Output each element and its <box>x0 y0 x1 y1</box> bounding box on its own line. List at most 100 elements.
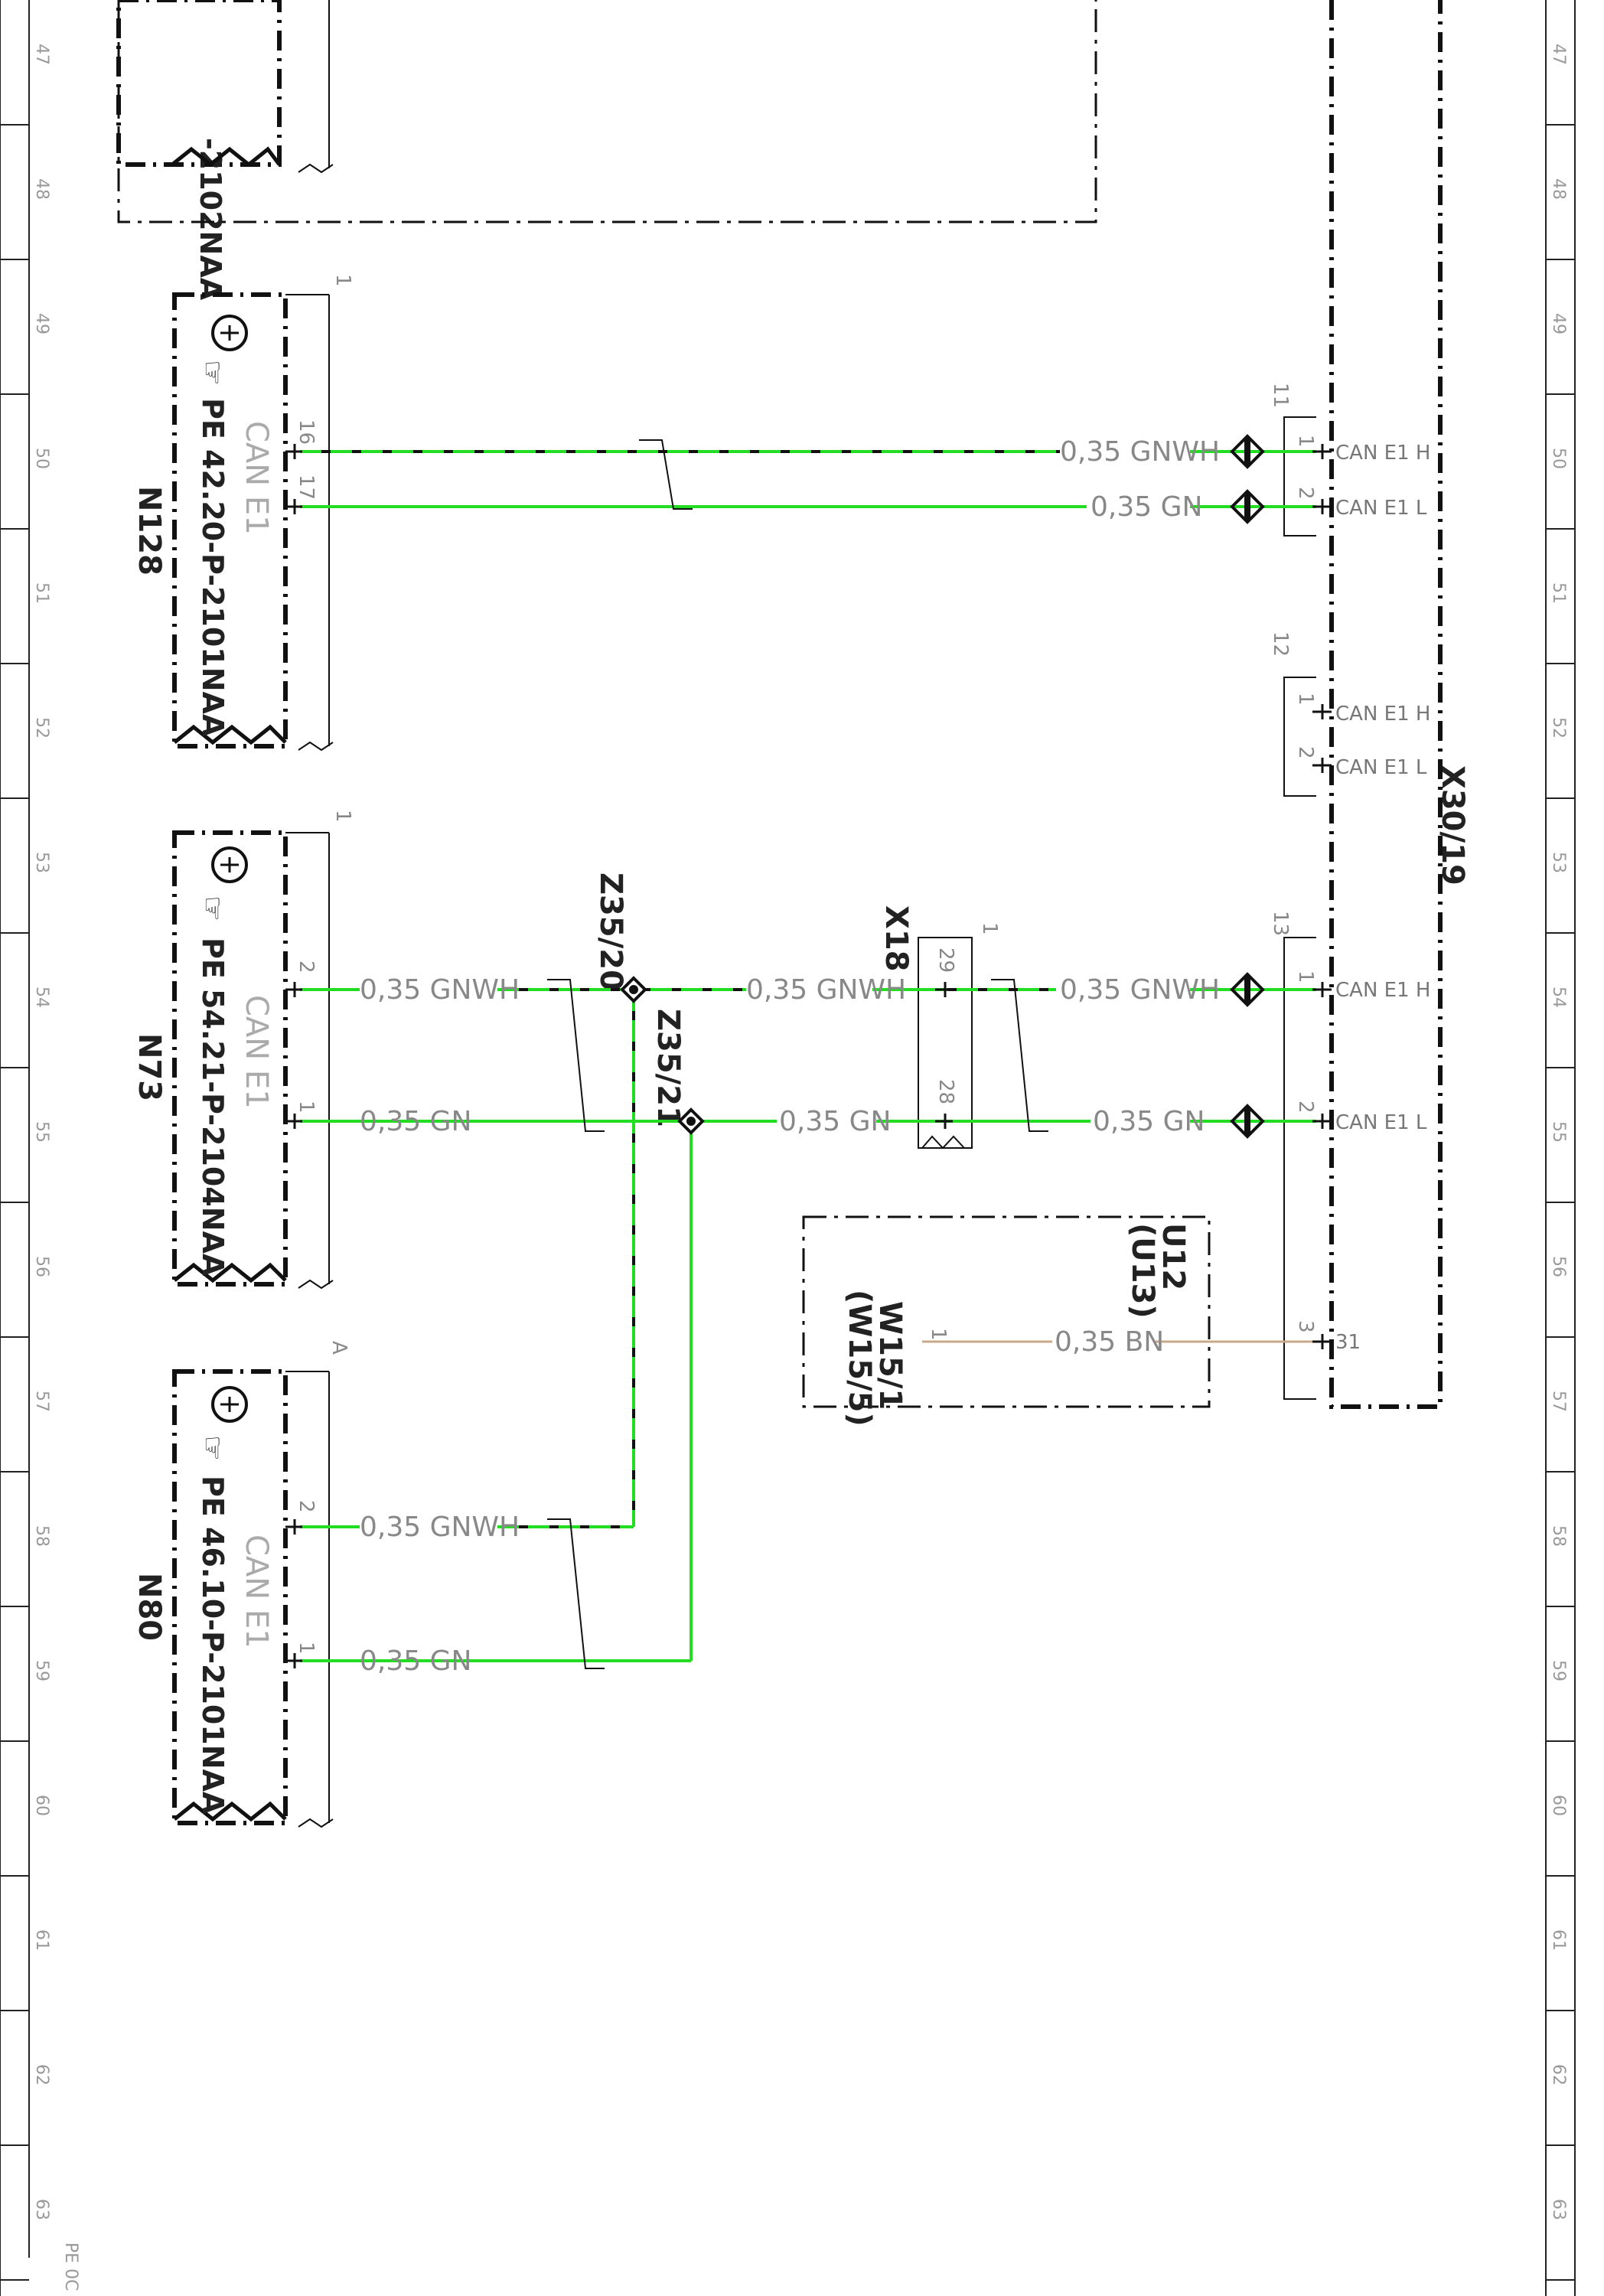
block-num: 12 <box>1269 631 1292 657</box>
connector-num: A <box>328 1341 350 1355</box>
ruler-number-left: 53 <box>32 852 51 873</box>
ruler-number-right: 53 <box>1549 852 1568 873</box>
terminal-label: CAN E1 L <box>1335 497 1427 520</box>
module-n73[interactable]: ☞ PE 54.21-P-2104NAA CAN E1 N73 1 2 1 <box>132 810 354 1290</box>
module-doc: PE 42.20-P-2101NAA <box>196 398 230 737</box>
splice-icon <box>620 976 705 1135</box>
wire-label: 0,35 GNWH <box>360 1512 520 1543</box>
connector-num: 1 <box>331 274 354 287</box>
connector-diamond-icon <box>1230 434 1265 1139</box>
pin-label: 2 <box>295 960 318 974</box>
pin-label: 1 <box>295 1642 318 1655</box>
pin-label: 2 <box>1294 746 1317 759</box>
module-doc: PE 54.21-P-2104NAA <box>196 938 230 1277</box>
wire-label: 0,35 GNWH <box>746 974 906 1006</box>
block-num: 13 <box>1269 911 1292 936</box>
block-num: 11 <box>1269 383 1292 408</box>
transistor-icon <box>211 846 248 883</box>
ground-alt: (W15/5) <box>842 1290 877 1427</box>
splice-label: Z35/21 <box>650 1009 686 1127</box>
ruler-number-right: 55 <box>1549 1121 1568 1143</box>
pin-label: 2 <box>1294 1101 1317 1114</box>
ruler-number-left: 59 <box>32 1660 51 1681</box>
ruler-number-left: 52 <box>32 717 51 739</box>
wire-label: 0,35 GN <box>1093 1106 1205 1137</box>
ruler-number-right: 61 <box>1549 1929 1568 1951</box>
ruler-number-right: 52 <box>1549 717 1568 739</box>
x18-id: X18 <box>879 905 914 972</box>
pin-label: 1 <box>1294 970 1317 983</box>
ruler-number-left: 50 <box>32 448 51 469</box>
wire-label: 0,35 GNWH <box>1060 436 1220 468</box>
ruler-number-right: 59 <box>1549 1660 1568 1681</box>
ruler-number-right: 51 <box>1549 582 1568 604</box>
ruler-number-left: 54 <box>32 987 51 1008</box>
terminal-label: CAN E1 H <box>1335 703 1430 726</box>
ruler-number-right: 48 <box>1549 178 1568 200</box>
hand-icon: ☞ <box>196 360 230 386</box>
ruler-number-left: 61 <box>32 1929 51 1951</box>
pin-label: 29 <box>934 947 957 973</box>
ruler-number-left: 49 <box>32 313 51 334</box>
wire-label: 0,35 GN <box>1091 491 1202 523</box>
module-id: N73 <box>132 1033 167 1101</box>
wire-label: 0,35 GN <box>360 1645 471 1677</box>
top-module: -2102NAA <box>116 0 1097 301</box>
ruler-number-right: 56 <box>1549 1256 1568 1277</box>
bus-label: CAN E1 <box>239 1534 274 1649</box>
wires <box>285 434 1332 1669</box>
ruler-number-left: 47 <box>32 44 51 65</box>
connector-num: 1 <box>331 810 354 823</box>
ruler-number-right: 47 <box>1549 44 1568 65</box>
pin-label: 1 <box>295 1101 318 1114</box>
pin-label: 2 <box>295 1500 318 1513</box>
pin-label: 3 <box>1294 1320 1317 1333</box>
module-n128[interactable]: ☞ PE 42.20-P-2101NAA CAN E1 N128 1 16 17 <box>132 274 354 752</box>
terminal-label: CAN E1 H <box>1335 442 1430 465</box>
ruler-number-left: 62 <box>32 2064 51 2086</box>
left-ruler <box>0 0 30 2296</box>
ruler-number-right: 57 <box>1549 1391 1568 1412</box>
transistor-icon <box>211 1386 248 1423</box>
ground-title: U12 <box>1156 1223 1191 1290</box>
bus-label: CAN E1 <box>239 421 274 535</box>
wire-label: 0,35 BN <box>1055 1326 1164 1358</box>
x30-id: X30/19 <box>1435 765 1470 885</box>
ruler-number-left: 56 <box>32 1256 51 1277</box>
wire-label: 0,35 GNWH <box>360 974 520 1006</box>
connector-x18[interactable]: X18 1 29 28 <box>879 905 1001 1150</box>
terminal-label: 31 <box>1335 1331 1361 1354</box>
connector-x30-19[interactable]: X30/19 11 12 13 1 2 1 2 1 2 3 CAN E1 H C… <box>1269 0 1470 1409</box>
ground-pin: 1 <box>927 1328 950 1341</box>
ruler-number-left: 60 <box>32 1795 51 1816</box>
connector-num: 1 <box>978 922 1001 935</box>
ruler-number-right: 63 <box>1549 2199 1568 2220</box>
ruler-number-left: 63 <box>32 2199 51 2220</box>
wire-label: 0,35 GN <box>360 1106 471 1137</box>
ruler-number-left: 51 <box>32 582 51 604</box>
module-doc: PE 46.10-P-2101NAA <box>196 1476 230 1815</box>
ground-block[interactable]: U12 (U13) W15/1 (W15/5) 1 <box>802 1215 1211 1427</box>
wire-label: 0,35 GNWH <box>1060 974 1220 1006</box>
module-n80[interactable]: ☞ PE 46.10-P-2101NAA CAN E1 N80 A 2 1 <box>132 1341 350 1828</box>
hand-icon: ☞ <box>196 1435 230 1461</box>
page-reference: PE 0C <box>61 2242 80 2291</box>
ruler-number-left: 55 <box>32 1121 51 1143</box>
module-id: N128 <box>132 486 167 576</box>
ruler-number-right: 50 <box>1549 448 1568 469</box>
ruler-number-left: 57 <box>32 1391 51 1412</box>
terminal-label: CAN E1 H <box>1335 979 1430 1002</box>
ground-subtitle: (U13) <box>1125 1223 1160 1319</box>
pin-label: 1 <box>1294 435 1317 448</box>
ruler-number-left: 48 <box>32 178 51 200</box>
terminal-label: CAN E1 L <box>1335 1111 1427 1134</box>
pin-label: 28 <box>934 1079 957 1104</box>
module-id: N80 <box>132 1573 167 1641</box>
wire-label: 0,35 GN <box>779 1106 891 1137</box>
bus-label: CAN E1 <box>239 995 274 1109</box>
ground-id: W15/1 <box>872 1301 908 1410</box>
pin-label: 16 <box>295 419 318 445</box>
ruler-number-right: 62 <box>1549 2064 1568 2086</box>
ruler-number-right: 58 <box>1549 1525 1568 1547</box>
terminal-label: CAN E1 L <box>1335 756 1427 779</box>
